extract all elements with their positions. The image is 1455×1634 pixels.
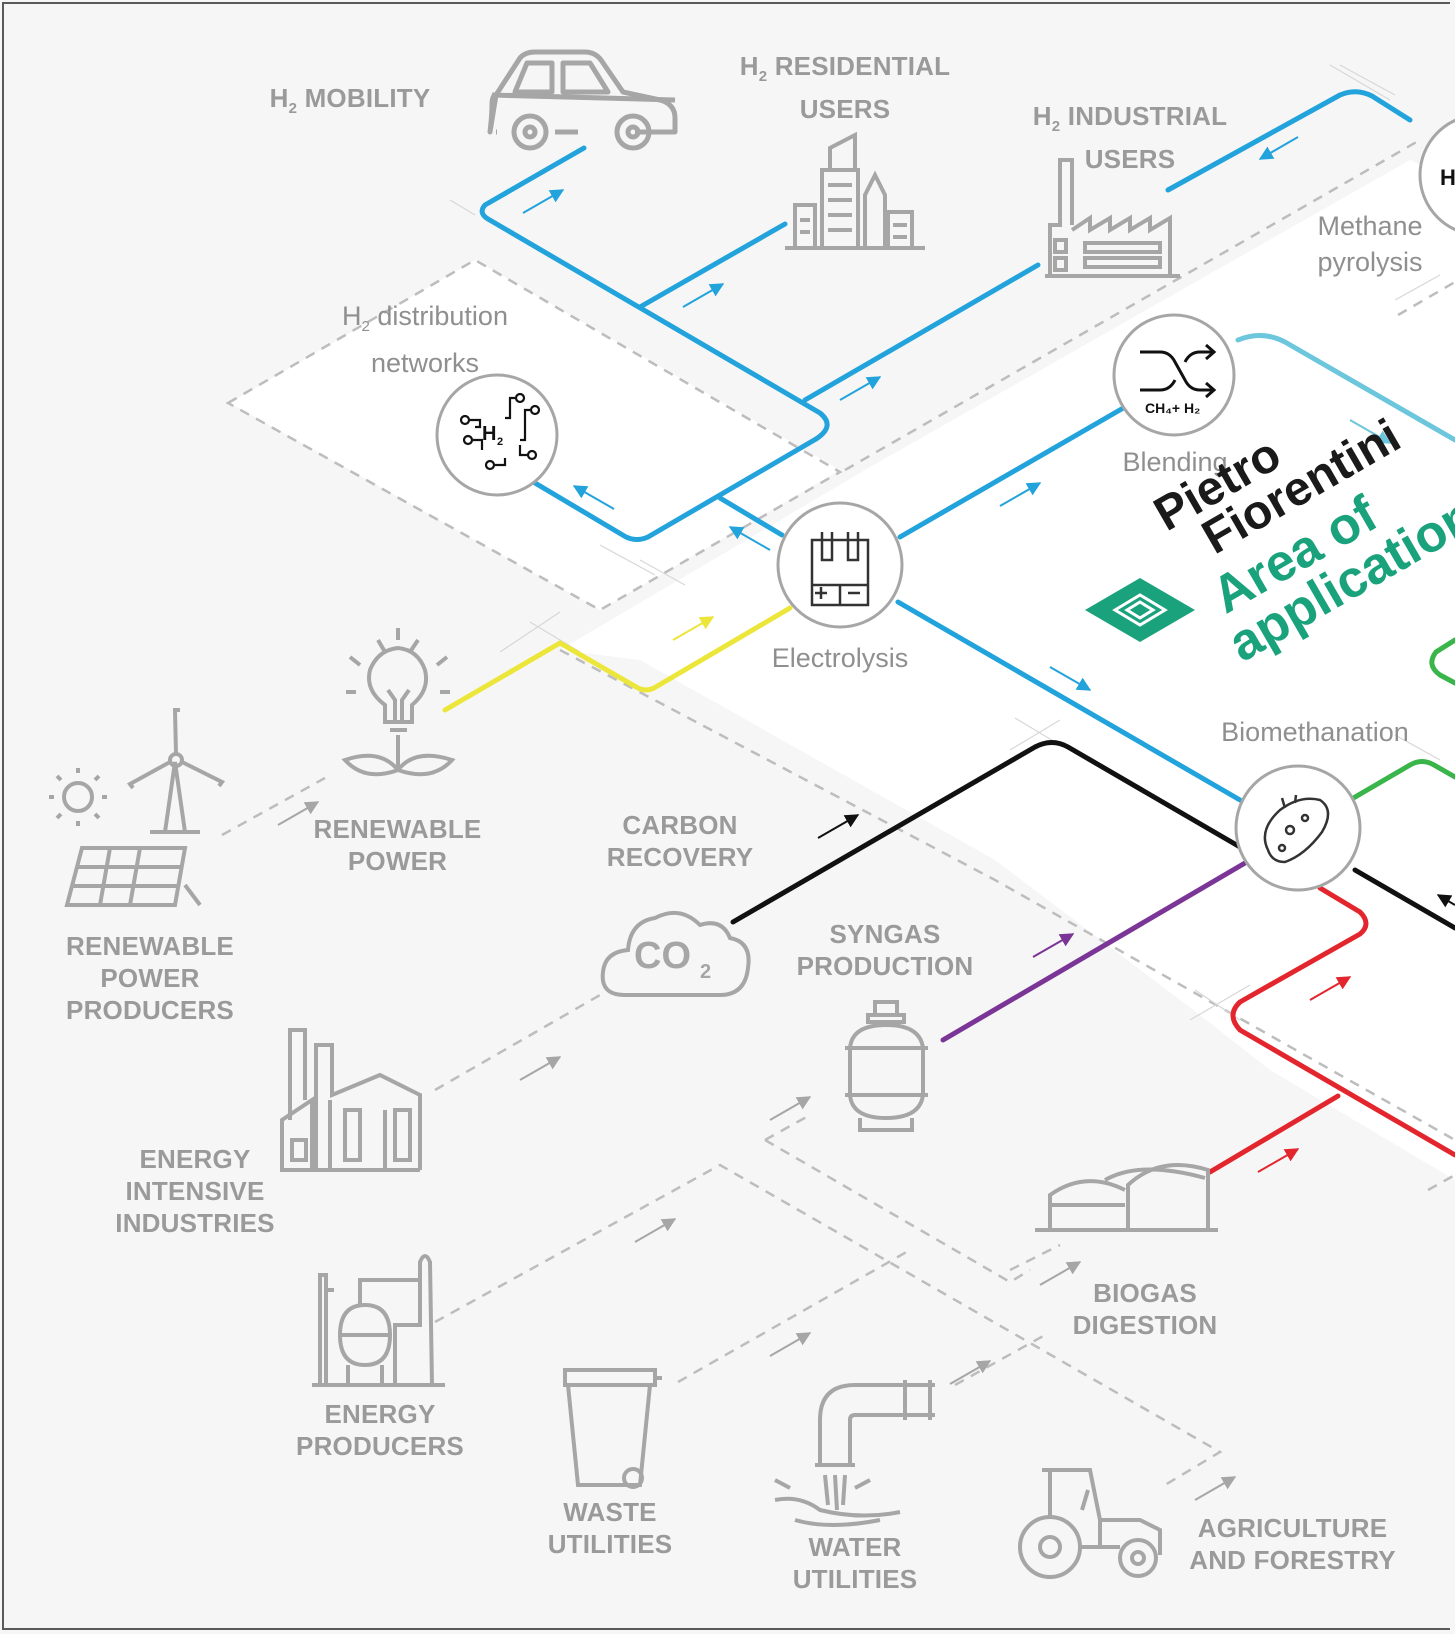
flow-arrow: [672, 616, 715, 641]
flow-arrow: [1257, 1148, 1300, 1173]
platform-outlines: [221, 138, 1455, 1490]
h2-residential-label: H2 RESIDENTIAL USERS: [739, 51, 951, 124]
renewable-power-label: RENEWABLE POWER: [313, 814, 482, 876]
brand-logo-icon: [1085, 578, 1195, 642]
energy-intensive-label: ENERGY INTENSIVE INDUSTRIES: [115, 1144, 275, 1238]
flow-arrow: [1039, 1261, 1082, 1286]
biogas-pipeline: [1230, 885, 1455, 1158]
agriculture-label: AGRICULTURE AND FORESTRY: [1189, 1513, 1396, 1575]
co2-cloud-icon: [600, 910, 751, 997]
svg-text:H: H: [1440, 165, 1455, 190]
gas-tank-icon: [845, 1000, 928, 1132]
h2-industrial-pipe: [802, 262, 1041, 403]
process-area: [560, 160, 1455, 1180]
flow-arrow: [522, 189, 565, 214]
flow-arrow: [728, 526, 771, 551]
blend-pipeline: [1235, 333, 1455, 443]
flow-arrow: [1049, 666, 1092, 691]
h2-mobility-label: H2 MOBILITY: [269, 83, 431, 117]
biomethane-pipeline: [1347, 759, 1455, 803]
water-label: WATER UTILITIES: [792, 1532, 918, 1594]
biogas-feed-pipe: [1207, 1093, 1341, 1175]
flow-arrow: [839, 376, 882, 401]
biomethanation-label: Biomethanation: [1221, 717, 1409, 747]
electrolysis-biometh-pipe: [895, 599, 1243, 803]
industry-building-icon: [280, 1028, 422, 1172]
flow-arrow: [769, 1332, 812, 1357]
electrolysis-icon: [776, 501, 904, 629]
flow-arrow: [1349, 419, 1392, 444]
h2-distribution-label: H2 distribution networks: [342, 301, 508, 378]
tractor-icon: [1018, 1468, 1162, 1579]
bacteria-icon: [1234, 764, 1362, 892]
carbon-recovery-label: CARBON RECOVERY: [606, 810, 754, 872]
water-pipe-icon: [774, 1380, 935, 1527]
syngas-label: SYNGAS PRODUCTION: [796, 919, 974, 981]
solar-panel-icon: [64, 846, 202, 907]
blending-label: Blending: [1122, 447, 1228, 477]
methane-pyrolysis-label: Methane pyrolysis: [1317, 211, 1423, 277]
energy-producers-label: ENERGY PRODUCERS: [296, 1399, 464, 1461]
co2-text: CO: [634, 935, 691, 977]
flow-arrow: [1032, 933, 1075, 958]
waste-label: WASTE UTILITIES: [547, 1497, 673, 1559]
car-icon: [487, 49, 678, 151]
flow-arrow: [634, 1218, 677, 1243]
svg-text:2: 2: [497, 436, 503, 448]
flow-arrow: [1436, 894, 1455, 908]
biomethane-pipeline-2: [1429, 637, 1455, 686]
biogas-label: BIOGAS DIGESTION: [1072, 1278, 1218, 1340]
refinery-icon: [312, 1254, 445, 1387]
blending-icon: [1112, 313, 1236, 437]
flow-arrow: [519, 1056, 562, 1081]
renewable-producers-label: RENEWABLE POWER PRODUCERS: [66, 931, 234, 1025]
factory-icon: [1045, 158, 1180, 278]
flow-arrow: [1194, 1476, 1237, 1501]
co2-subscript: 2: [700, 961, 711, 983]
carbon-pipeline: [730, 740, 1243, 925]
flow-arrow: [682, 283, 725, 308]
pyrolysis-icon: H: [1418, 118, 1455, 232]
blending-formula: CH₄+ H₂: [1145, 400, 1200, 416]
h2-industrial-label: H2 INDUSTRIAL USERS: [1032, 101, 1228, 174]
lightbulb-icon: [341, 628, 456, 777]
electrolysis-label: Electrolysis: [771, 643, 909, 673]
sun-icon: [49, 768, 107, 826]
flow-arrow: [769, 1096, 812, 1121]
flow-arrow: [1309, 976, 1352, 1001]
svg-text:H: H: [482, 423, 496, 445]
wind-turbine-icon: [127, 708, 226, 834]
electrolysis-distribution-pipe: [717, 495, 785, 538]
residential-buildings-icon: [785, 131, 925, 250]
trash-bin-icon: [563, 1368, 662, 1489]
electrolysis-blend-pipe: [897, 404, 1128, 540]
flow-arrow: [277, 801, 320, 826]
flow-arrow: [572, 485, 615, 510]
flow-arrow: [949, 1360, 992, 1385]
syngas-pipeline: [940, 860, 1248, 1043]
h2-pyrolysis-pipe: [1165, 89, 1413, 193]
biogas-digester-icon: [1035, 1163, 1218, 1232]
flow-arrow: [817, 814, 860, 839]
carbon-pipeline-out: [1352, 867, 1455, 931]
renewable-pipeline: [442, 605, 793, 713]
flow-arrow: [999, 482, 1042, 507]
h2-residential-pipe: [637, 221, 788, 310]
flow-arrow: [1258, 136, 1299, 160]
h2-network-icon: H 2: [435, 373, 559, 497]
h2-pipeline: [479, 145, 830, 542]
